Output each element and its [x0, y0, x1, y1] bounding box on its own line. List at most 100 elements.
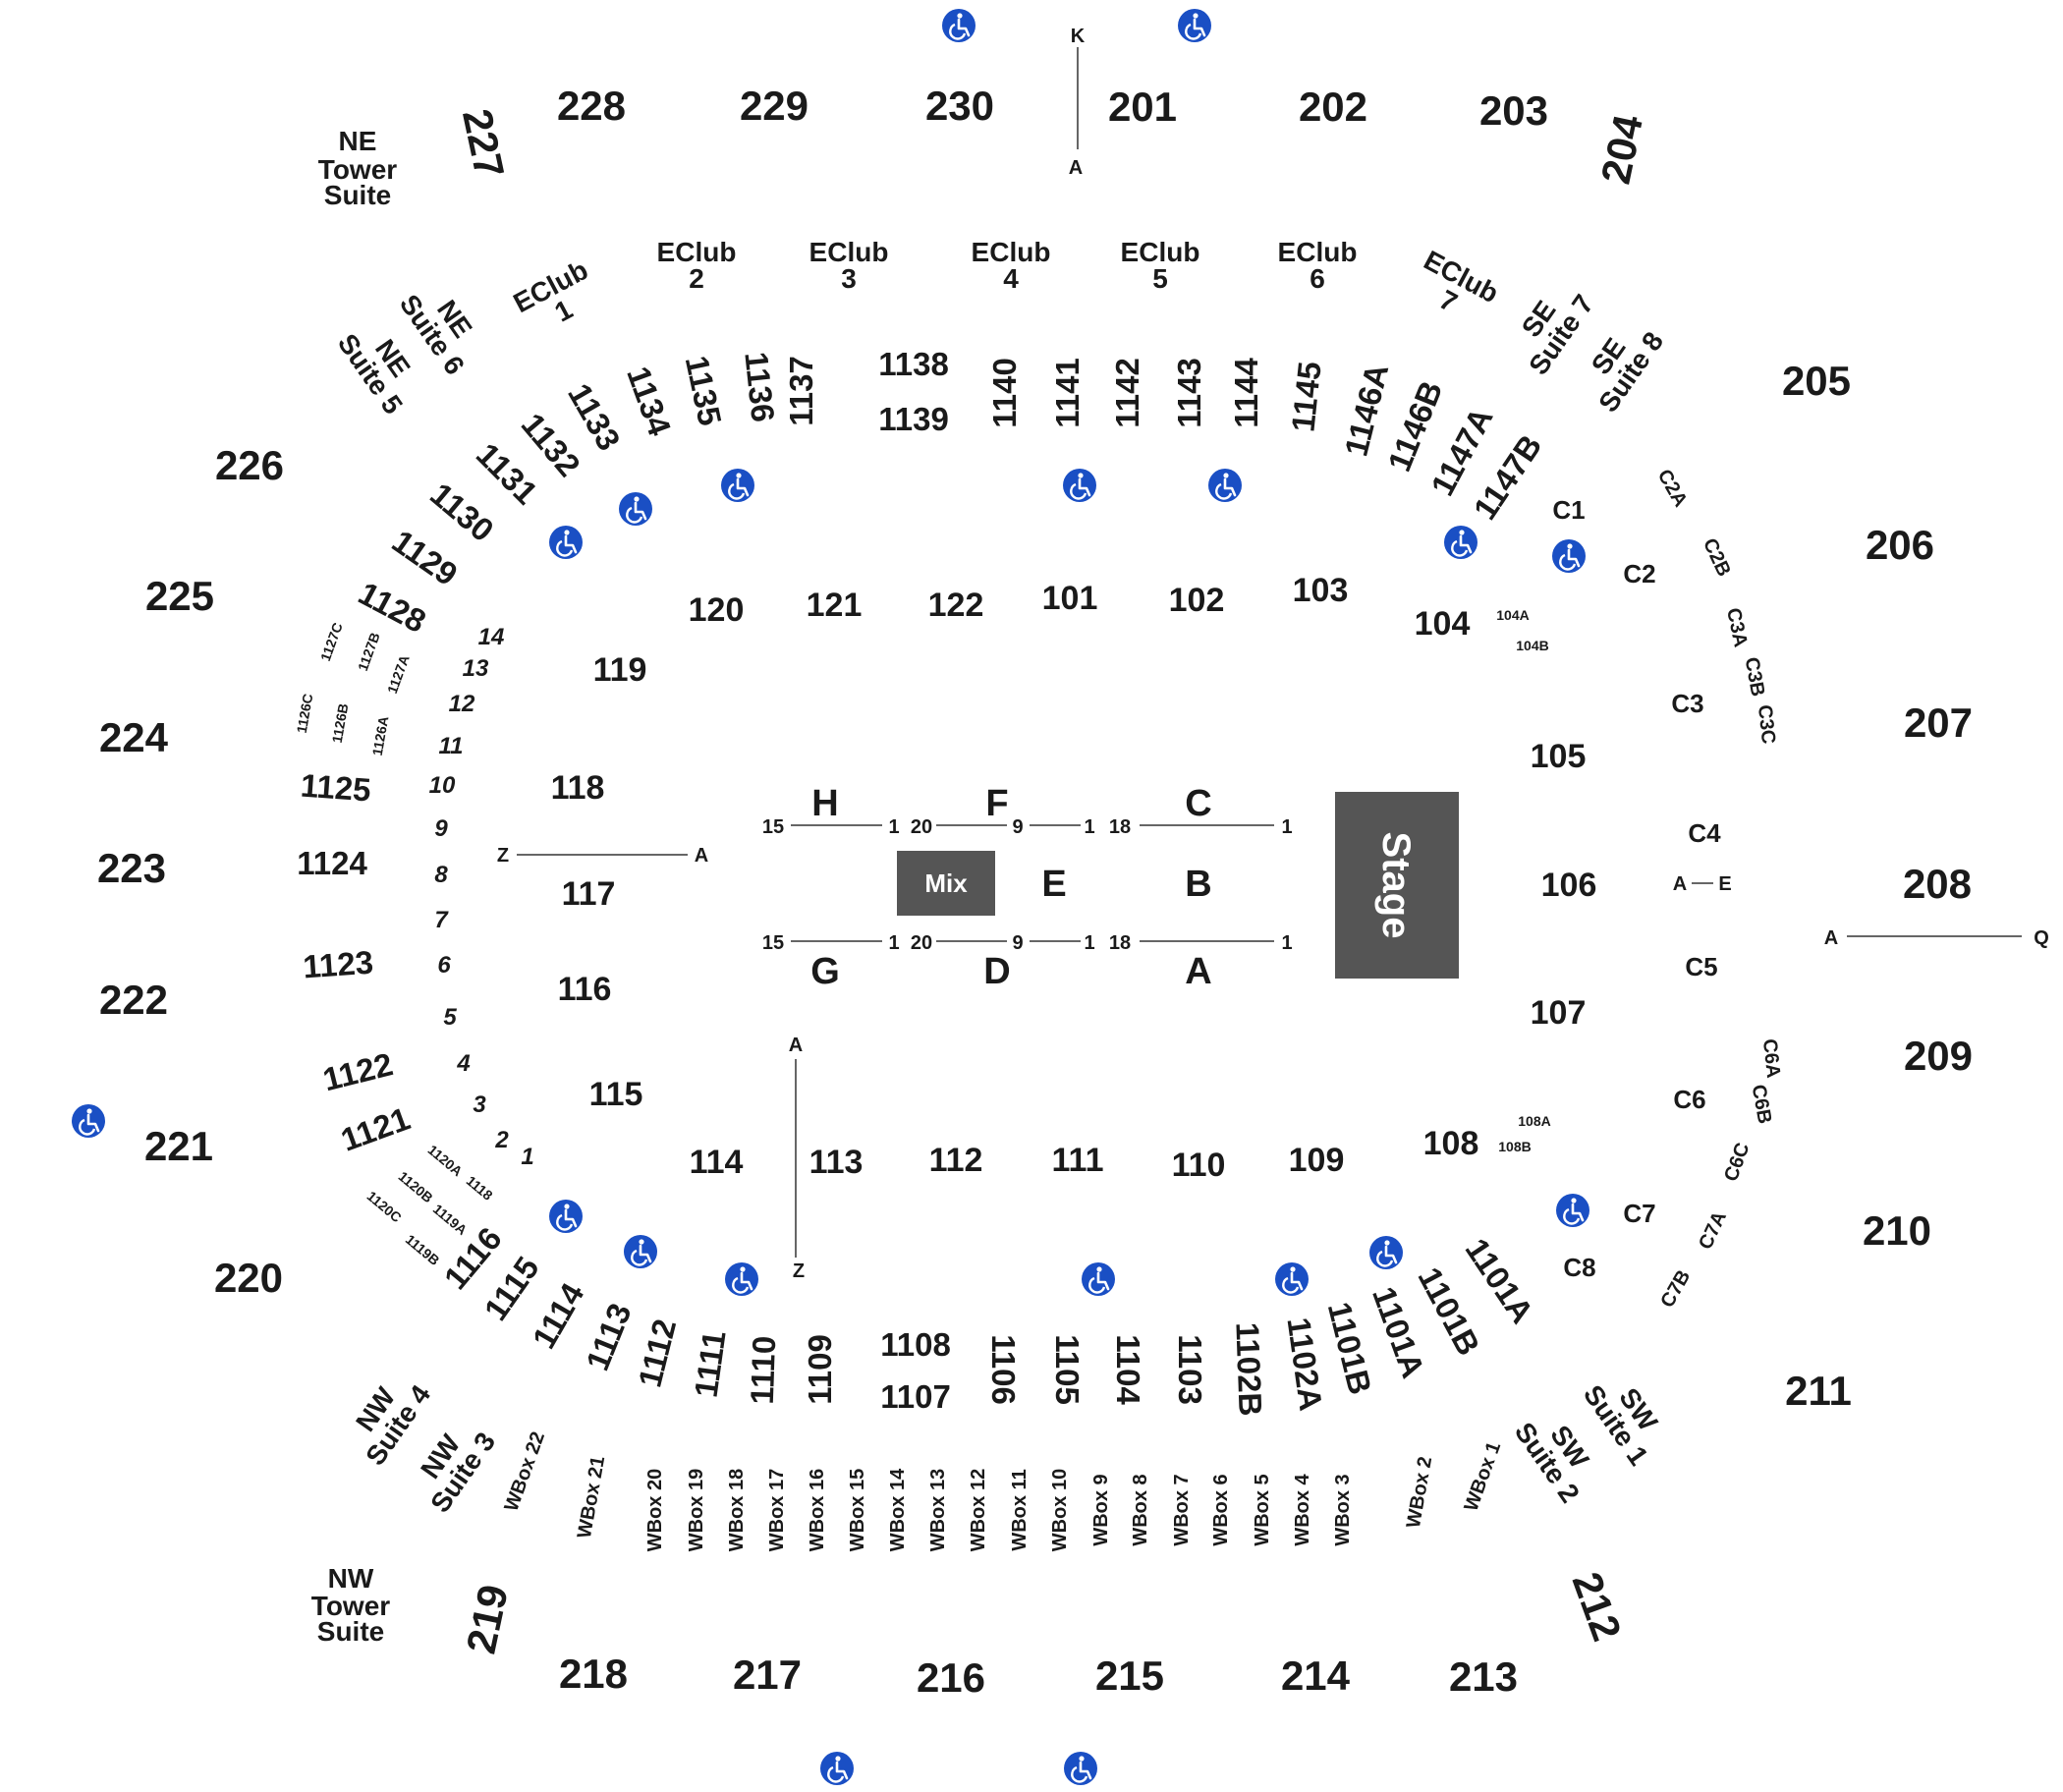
- wheelchair-icon[interactable]: [1550, 537, 1588, 575]
- wbox-8[interactable]: WBox 8: [1130, 1474, 1151, 1545]
- section-1106[interactable]: 1104: [1110, 1334, 1146, 1405]
- section-225[interactable]: 225: [145, 573, 214, 619]
- section-110[interactable]: 110: [1172, 1147, 1226, 1184]
- wbox-22[interactable]: WBox 22: [501, 1428, 550, 1514]
- section-221[interactable]: 221: [144, 1123, 213, 1169]
- section-211[interactable]: 211: [1785, 1368, 1852, 1414]
- section-1144[interactable]: 1144: [1228, 358, 1264, 428]
- wheelchair-icon[interactable]: [1080, 1260, 1117, 1298]
- section-224[interactable]: 224: [99, 714, 169, 760]
- eclub-7[interactable]: EClub 7: [1406, 245, 1503, 333]
- wheelchair-icon[interactable]: [940, 7, 977, 44]
- se-suite-7[interactable]: SE Suite 7: [1500, 273, 1599, 380]
- section-1112[interactable]: 1110: [744, 1335, 782, 1405]
- section-121[interactable]: 121: [807, 587, 863, 624]
- wheelchair-icon[interactable]: [818, 1750, 856, 1787]
- section-108[interactable]: 108: [1423, 1125, 1479, 1162]
- wbox-19[interactable]: WBox 19: [686, 1469, 707, 1551]
- section-203[interactable]: 203: [1479, 87, 1548, 134]
- section-212[interactable]: 212: [1564, 1566, 1631, 1647]
- section-227[interactable]: 227: [454, 105, 514, 182]
- wheelchair-icon[interactable]: [1206, 467, 1244, 504]
- section-119[interactable]: 119: [593, 651, 647, 689]
- wbox-12[interactable]: WBox 12: [968, 1469, 989, 1551]
- section-1121[interactable]: 1121: [336, 1100, 415, 1158]
- section-1145[interactable]: 1145: [1284, 360, 1327, 433]
- section-209[interactable]: 209: [1904, 1033, 1973, 1079]
- wheelchair-icon[interactable]: [617, 490, 654, 528]
- nw-suite-4[interactable]: NW Suite 4: [337, 1364, 436, 1471]
- section-222[interactable]: 222: [99, 977, 168, 1023]
- box-c7a[interactable]: C7A: [1695, 1208, 1731, 1254]
- section-1113[interactable]: 1111: [688, 1328, 733, 1399]
- wbox-17[interactable]: WBox 17: [766, 1469, 788, 1551]
- section-206[interactable]: 206: [1866, 522, 1934, 568]
- box-c2[interactable]: C2: [1623, 559, 1655, 588]
- section-1122[interactable]: 1122: [319, 1045, 396, 1097]
- wbox-20[interactable]: WBox 20: [644, 1469, 666, 1551]
- nw-tower-suite[interactable]: NW Tower Suite: [311, 1563, 390, 1647]
- section-1108[interactable]: 1106: [985, 1334, 1022, 1405]
- section-1120c[interactable]: 1120C: [364, 1188, 405, 1225]
- section-104b[interactable]: 104B: [1516, 638, 1548, 653]
- section-1140[interactable]: 1140: [986, 358, 1023, 428]
- wbox-21[interactable]: WBox 21: [574, 1454, 609, 1540]
- section-1105[interactable]: 1103: [1172, 1334, 1208, 1405]
- section-102[interactable]: 102: [1169, 582, 1225, 619]
- box-c7[interactable]: C7: [1623, 1199, 1655, 1228]
- wbox-11[interactable]: WBox 11: [1009, 1469, 1031, 1550]
- section-1130[interactable]: 1130: [423, 476, 501, 548]
- wbox-2[interactable]: WBox 2: [1403, 1455, 1436, 1530]
- box-c6c[interactable]: C6C: [1720, 1140, 1754, 1184]
- section-112[interactable]: 112: [929, 1142, 983, 1179]
- section-204[interactable]: 204: [1592, 110, 1652, 188]
- box-c3a[interactable]: C3A: [1722, 606, 1752, 649]
- eclub-2[interactable]: EClub 2: [657, 237, 737, 294]
- section-111[interactable]: 111: [1052, 1142, 1104, 1179]
- wheelchair-icon[interactable]: [1062, 1750, 1099, 1787]
- section-1119b[interactable]: 1119A: [430, 1201, 471, 1238]
- section-230[interactable]: 230: [925, 83, 994, 129]
- floor-section-b[interactable]: B: [1185, 864, 1211, 905]
- box-c3[interactable]: C3: [1671, 689, 1703, 718]
- section-122[interactable]: 122: [928, 587, 984, 624]
- section-108b[interactable]: 108B: [1498, 1139, 1531, 1154]
- section-205[interactable]: 205: [1782, 358, 1851, 404]
- section-223[interactable]: 223: [97, 845, 166, 891]
- section-226[interactable]: 226: [215, 442, 284, 488]
- wbox-15[interactable]: WBox 15: [847, 1469, 868, 1551]
- floor-section-d[interactable]: D: [983, 951, 1010, 992]
- section-215[interactable]: 215: [1095, 1652, 1164, 1699]
- wheelchair-icon[interactable]: [1061, 467, 1098, 504]
- section-1126c[interactable]: 1126C: [294, 693, 316, 735]
- section-1127b[interactable]: 1127B: [355, 631, 383, 674]
- section-201[interactable]: 201: [1108, 84, 1177, 130]
- section-207[interactable]: 207: [1904, 700, 1973, 746]
- section-219[interactable]: 219: [458, 1581, 518, 1657]
- section-104a[interactable]: 104A: [1496, 607, 1529, 623]
- section-116[interactable]: 116: [558, 971, 612, 1008]
- section-1123[interactable]: 1123: [302, 944, 374, 985]
- floor-section-g[interactable]: G: [810, 951, 840, 992]
- section-1135[interactable]: 1135: [679, 353, 729, 429]
- floor-section-a[interactable]: A: [1185, 951, 1211, 992]
- section-1146a[interactable]: 1146A: [1337, 360, 1395, 460]
- section-1127c[interactable]: 1127C: [317, 621, 346, 664]
- section-1107[interactable]: 1105: [1049, 1334, 1086, 1405]
- section-114[interactable]: 114: [690, 1144, 744, 1181]
- section-1116[interactable]: 1114: [526, 1276, 591, 1354]
- section-117[interactable]: 117: [562, 875, 616, 913]
- wheelchair-icon[interactable]: [1176, 7, 1213, 44]
- floor-section-e[interactable]: E: [1041, 864, 1066, 905]
- box-c2a[interactable]: C2A: [1653, 466, 1692, 511]
- wbox-16[interactable]: WBox 16: [807, 1469, 828, 1551]
- box-c1[interactable]: C1: [1552, 495, 1585, 525]
- section-1115[interactable]: 1113: [579, 1298, 638, 1375]
- section-1102b[interactable]: 1101B: [1321, 1298, 1379, 1398]
- section-1119a[interactable]: 1118: [464, 1173, 496, 1204]
- wheelchair-icon[interactable]: [622, 1233, 659, 1270]
- box-c2b[interactable]: C2B: [1699, 535, 1735, 581]
- wbox-14[interactable]: WBox 14: [887, 1468, 909, 1551]
- section-1138[interactable]: 1138: [878, 346, 949, 382]
- section-1125[interactable]: 1125: [300, 767, 372, 809]
